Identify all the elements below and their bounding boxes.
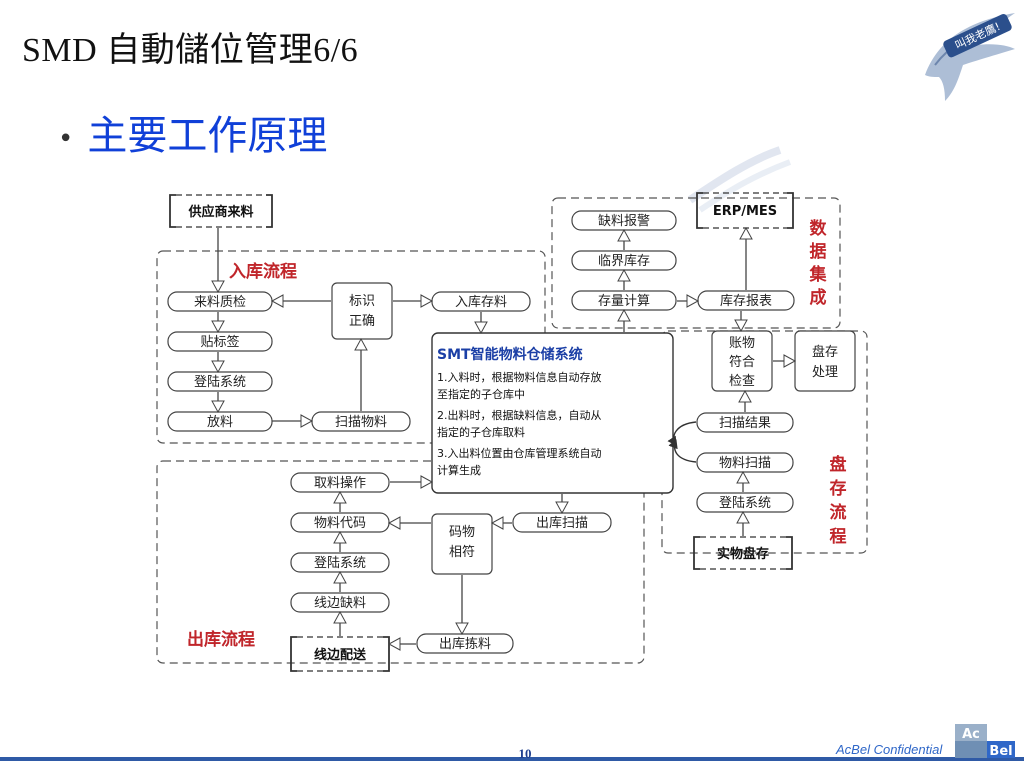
svg-text:2.出料时，根据缺料信息，自动从: 2.出料时，根据缺料信息，自动从 (437, 408, 602, 422)
svg-text:3.入出料位置由仓库管理系统自动: 3.入出料位置由仓库管理系统自动 (437, 446, 602, 460)
svg-text:数: 数 (810, 218, 828, 239)
label-inbound-flow: 入库流程 (229, 261, 297, 282)
svg-text:正确: 正确 (349, 314, 375, 329)
svg-text:入库存料: 入库存料 (455, 294, 507, 310)
svg-text:登陆系统: 登陆系统 (719, 495, 771, 511)
svg-text:检查: 检查 (729, 374, 755, 389)
label-outbound-flow: 出库流程 (187, 629, 255, 650)
label-data-integration: 数 据 集 成 (809, 218, 828, 308)
svg-text:指定的子仓库取料: 指定的子仓库取料 (437, 425, 525, 439)
svg-text:据: 据 (810, 241, 827, 262)
svg-text:出库拣料: 出库拣料 (439, 636, 491, 652)
svg-text:集: 集 (809, 264, 828, 285)
node-label-ok (331, 282, 393, 340)
svg-text:临界库存: 临界库存 (598, 253, 650, 269)
svg-text:登陆系统: 登陆系统 (314, 555, 366, 571)
svg-text:库存报表: 库存报表 (720, 293, 772, 309)
svg-text:缺料报警: 缺料报警 (598, 213, 650, 229)
svg-text:相符: 相符 (449, 544, 475, 560)
node-line-delivery: 线边配送 (290, 636, 390, 672)
footer-line (0, 757, 1024, 761)
svg-text:标识: 标识 (349, 294, 375, 309)
brand-bottom-text: Bel (989, 744, 1012, 758)
node-erp-mes: ERP/MES (696, 192, 794, 229)
page-number: 10 (518, 746, 532, 761)
eagle-logo: 叫我老鷹! (925, 13, 1015, 101)
svg-text:扫描结果: 扫描结果 (719, 416, 771, 431)
svg-text:实物盘存: 实物盘存 (717, 546, 769, 562)
svg-text:盘: 盘 (830, 454, 847, 475)
svg-text:存量计算: 存量计算 (598, 294, 650, 309)
svg-text:物料代码: 物料代码 (314, 516, 366, 531)
svg-text:扫描物料: 扫描物料 (335, 415, 387, 430)
bullet-text: 主要工作原理 (87, 113, 328, 159)
svg-text:来料质检: 来料质检 (194, 295, 246, 310)
svg-text:取料操作: 取料操作 (314, 475, 366, 491)
svg-text:1.入料时，根据物料信息自动存放: 1.入料时，根据物料信息自动存放 (437, 370, 602, 384)
brand-top-text: Ac (962, 727, 980, 742)
svg-text:线边缺料: 线边缺料 (314, 596, 366, 611)
confidential-note: AcBel Confidential (836, 742, 943, 757)
svg-text:ERP/MES: ERP/MES (713, 204, 777, 219)
svg-text:供应商来料: 供应商来料 (187, 204, 253, 220)
svg-text:计算生成: 计算生成 (437, 463, 481, 477)
node-physical-inventory: 实物盘存 (693, 536, 793, 570)
region-outbound (156, 460, 645, 664)
svg-text:物料扫描: 物料扫描 (719, 456, 771, 471)
svg-text:处理: 处理 (812, 365, 838, 380)
node-smt-system (431, 332, 674, 494)
curved-connectors (667, 421, 697, 463)
region-data-integration (551, 197, 841, 329)
bullet-heading: • 主要工作原理 (58, 103, 327, 161)
flow-arrows (211, 226, 797, 651)
svg-text:成: 成 (810, 287, 827, 308)
svg-text:流: 流 (830, 502, 847, 523)
label-inventory-flow: 盘 存 流 程 (830, 454, 847, 547)
svg-text:存: 存 (830, 478, 847, 499)
svg-text:贴标签: 贴标签 (200, 334, 239, 350)
svg-text:至指定的子仓库中: 至指定的子仓库中 (437, 387, 525, 401)
svg-text:出库扫描: 出库扫描 (536, 515, 588, 531)
svg-text:登陆系统: 登陆系统 (194, 374, 246, 390)
acbel-logo: Ac Bel (955, 724, 1015, 758)
node-scan-result (696, 412, 794, 433)
smt-description: 1.入料时，根据物料信息自动存放 至指定的子仓库中 2.出料时，根据缺料信息，自… (437, 370, 602, 477)
slide-title: SMD 自動儲位管理6/6 (22, 32, 359, 69)
svg-text:账物: 账物 (729, 336, 755, 351)
svg-text:线边配送: 线边配送 (314, 647, 367, 663)
svg-text:程: 程 (830, 527, 847, 547)
svg-text:符合: 符合 (729, 354, 755, 370)
bullet-dot: • (58, 124, 74, 154)
node-supplier: 供应商来料 (169, 194, 273, 228)
svg-text:放料: 放料 (207, 415, 233, 430)
node-inventory-process (794, 330, 856, 392)
svg-text:码物: 码物 (449, 525, 475, 540)
node-code-match (431, 513, 493, 575)
smt-title: SMT智能物料仓储系统 (437, 346, 583, 363)
background-swoosh (687, 146, 792, 213)
svg-text:盘存: 盘存 (812, 344, 838, 360)
